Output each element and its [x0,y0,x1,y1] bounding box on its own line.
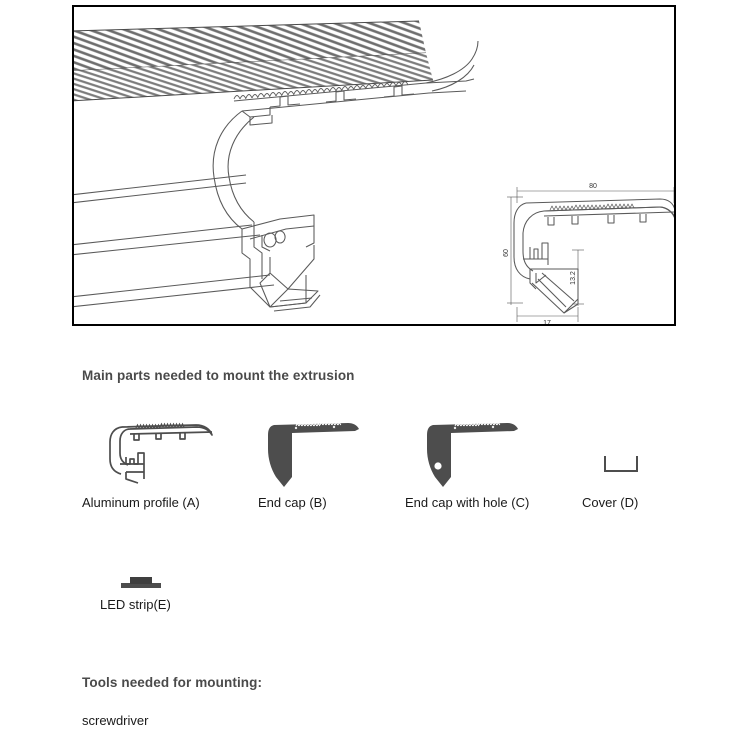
dimension-base-17 [516,307,579,322]
isometric-view [74,20,479,312]
dimension-label-width: 80 [589,183,597,190]
part-a-label: Aluminum profile (A) [82,495,200,510]
technical-drawing-frame: 80 60 13.2 17 [72,5,676,326]
part-e-figure [100,565,171,591]
tread-surface-lower [74,53,434,102]
dimension-height-60 [507,196,523,305]
part-e-label: LED strip(E) [100,597,171,612]
part-led-strip: LED strip(E) [100,565,171,612]
part-cover: Cover (D) [582,415,651,510]
extrusion-body [74,40,479,312]
cross-section-view: 80 60 13.2 17 [503,183,674,324]
tool-item-screwdriver: screwdriver [82,713,149,728]
part-end-cap-with-hole: End cap with hole (C) [405,415,529,510]
dimension-label-depth: 13.2 [570,271,577,285]
mounting-hole [434,462,442,470]
technical-drawing-canvas: 80 60 13.2 17 [74,20,674,324]
dimension-width-80 [516,187,674,203]
aluminum-profile-icon [109,422,213,484]
part-a-figure [82,415,218,487]
part-b-figure [258,415,362,487]
end-cap-icon [268,421,359,487]
part-d-label: Cover (D) [582,495,639,510]
cover-channel-icon [604,456,638,472]
part-end-cap: End cap (B) [258,415,362,510]
dimension-label-height: 60 [503,249,510,257]
grip-serration [233,81,409,100]
led-strip-icon [121,577,161,588]
parts-row: Aluminum profile (A) End cap (B) [0,415,750,525]
part-c-label: End cap with hole (C) [405,495,530,510]
main-parts-heading: Main parts needed to mount the extrusion [82,368,355,383]
part-aluminum-profile: Aluminum profile (A) [82,415,218,510]
end-cap-with-hole-icon [427,421,518,487]
part-d-figure [582,415,651,487]
dimension-label-base: 17 [543,320,551,324]
tools-heading: Tools needed for mounting: [82,675,263,690]
part-b-label: End cap (B) [258,495,327,510]
part-c-figure [405,415,529,487]
profile-outline [513,198,674,314]
